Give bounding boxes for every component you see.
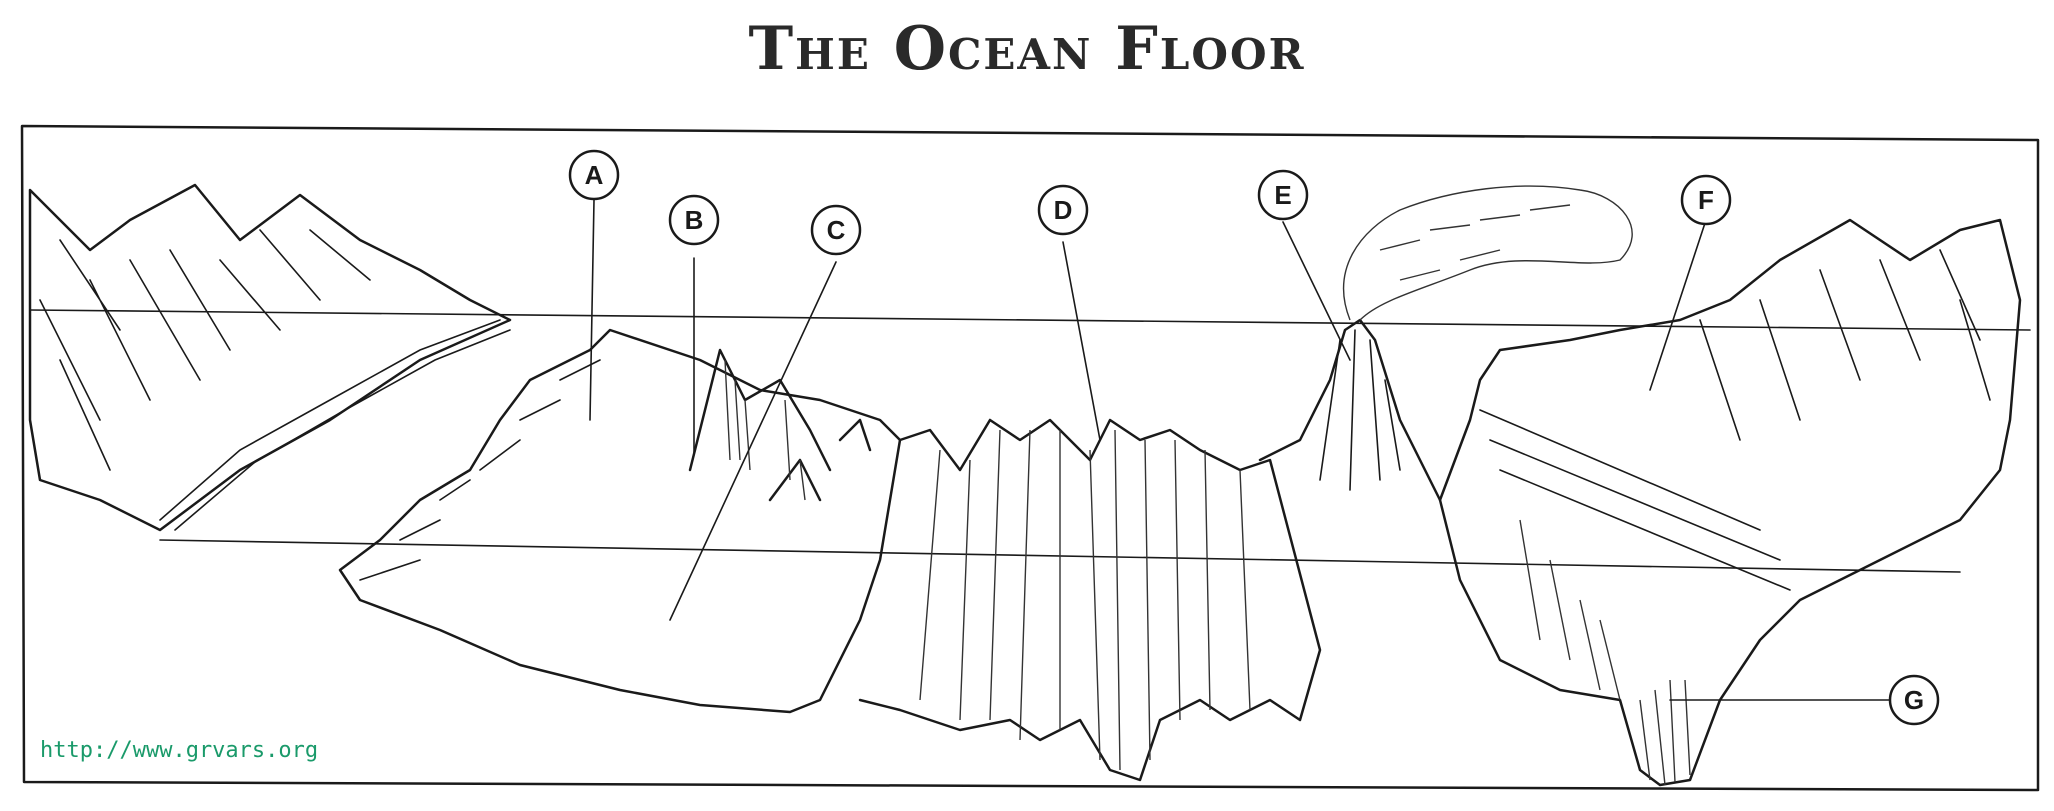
label-d: D xyxy=(1037,184,1089,236)
label-b-text: B xyxy=(685,205,704,235)
diagram-frame xyxy=(20,124,2040,792)
label-a: A xyxy=(568,149,620,201)
seamounts xyxy=(688,348,872,502)
watermark-url: http://www.grvars.org xyxy=(40,738,319,763)
label-f-text: F xyxy=(1698,185,1714,215)
label-f: F xyxy=(1680,174,1732,226)
page-title: The Ocean Floor xyxy=(748,14,1306,84)
right-continent xyxy=(1438,218,2022,787)
leader-lines xyxy=(589,199,1891,701)
label-c-text: C xyxy=(827,215,846,245)
label-e: E xyxy=(1257,169,1309,221)
label-b: B xyxy=(668,194,720,246)
mid-ocean-ridge xyxy=(858,418,1322,782)
label-c: C xyxy=(810,204,862,256)
label-d-text: D xyxy=(1054,195,1073,225)
volcano xyxy=(1258,185,1633,502)
label-g-text: G xyxy=(1904,685,1924,715)
left-continent xyxy=(28,183,512,532)
label-e-text: E xyxy=(1274,180,1291,210)
label-a-text: A xyxy=(585,160,604,190)
continental-shelf xyxy=(338,328,902,714)
label-g: G xyxy=(1888,674,1940,726)
